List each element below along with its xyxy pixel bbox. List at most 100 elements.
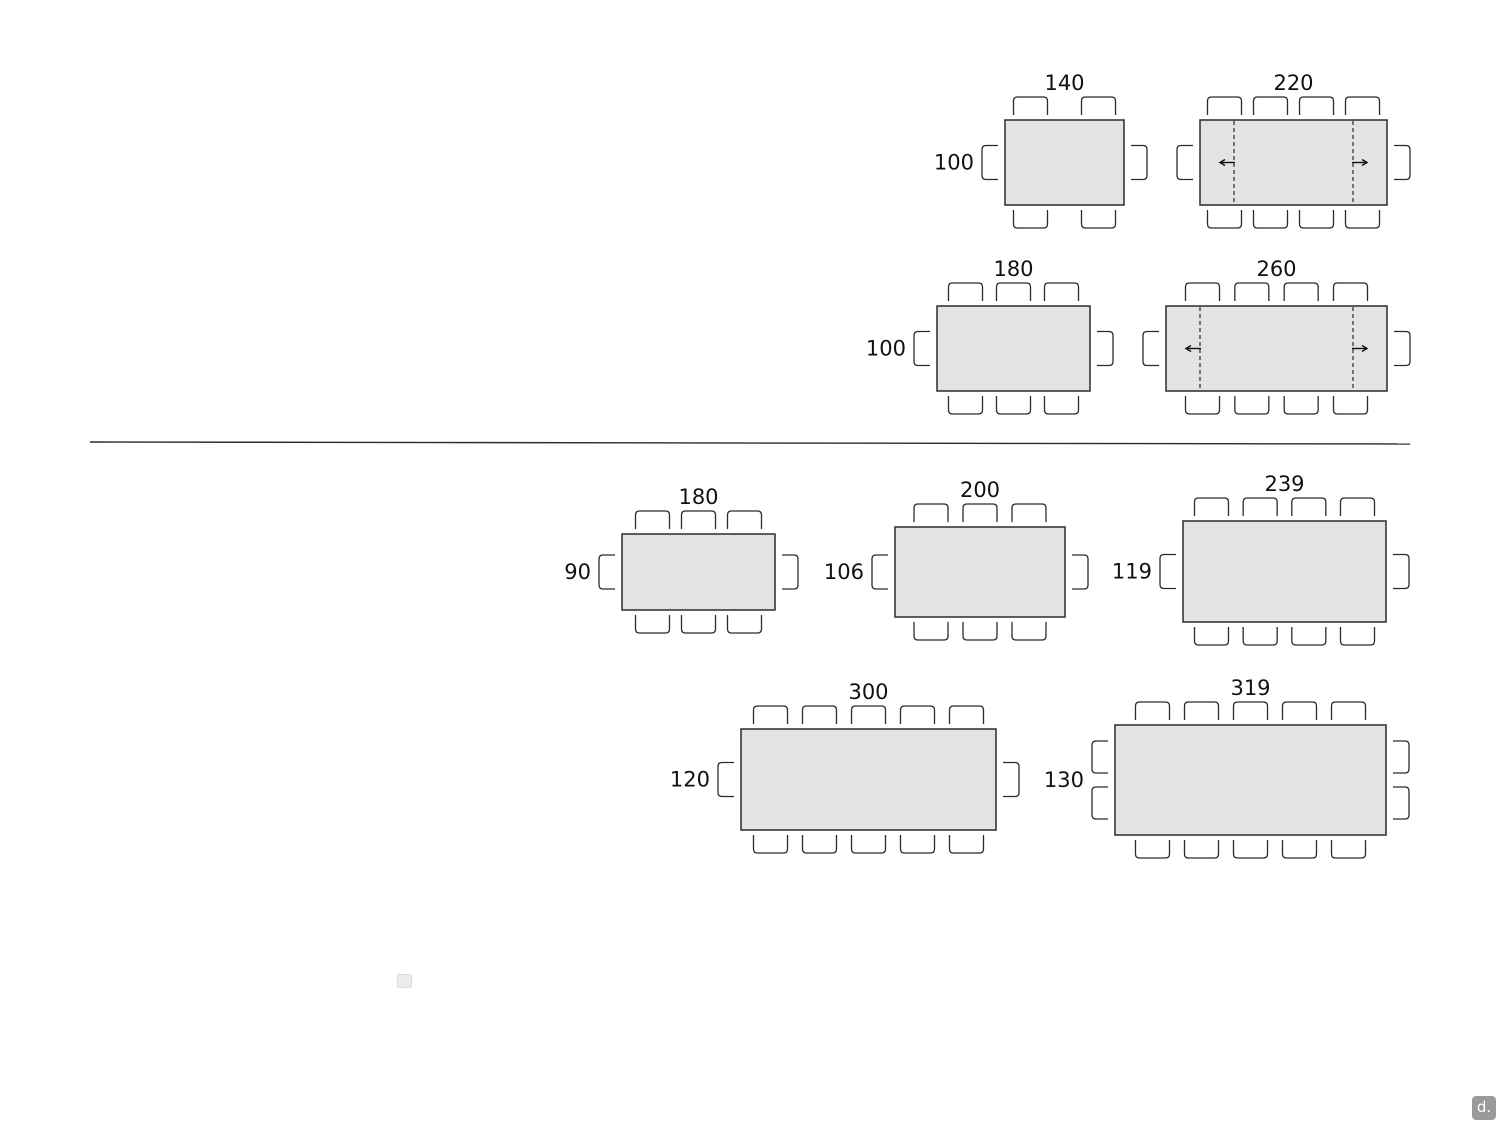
length-label: 180 xyxy=(993,257,1033,281)
chair-top xyxy=(1283,282,1319,301)
width-label: 90 xyxy=(564,560,591,584)
chair-top xyxy=(726,510,763,529)
chair-bottom xyxy=(1283,396,1319,415)
table-top-surface xyxy=(1165,305,1388,392)
chair-top xyxy=(899,705,936,724)
length-label: 200 xyxy=(960,478,1000,502)
chair-right xyxy=(1097,330,1114,367)
table-fix-180: 180 90 xyxy=(564,485,799,634)
chair-left xyxy=(717,761,734,798)
chair-bottom xyxy=(1330,840,1367,859)
chair-right xyxy=(1394,144,1411,181)
chair-bottom xyxy=(1298,210,1335,229)
arrow-head-icon xyxy=(1361,158,1369,167)
chair-top xyxy=(801,705,838,724)
chair-bottom xyxy=(1291,627,1327,646)
chair-top xyxy=(1206,96,1243,115)
chair-top xyxy=(1080,96,1117,115)
chair-left xyxy=(981,144,998,181)
chair-top xyxy=(1298,96,1335,115)
chair-top xyxy=(1193,497,1230,516)
length-label: 300 xyxy=(848,680,888,704)
length-label: 180 xyxy=(678,485,718,509)
chair-right xyxy=(782,554,799,590)
chair-top xyxy=(850,705,887,724)
width-label: 106 xyxy=(824,560,864,584)
table-top-surface xyxy=(1114,724,1387,836)
chair-bottom xyxy=(1134,840,1171,859)
length-label: 140 xyxy=(1044,71,1084,95)
table-fix-200: 200 106 xyxy=(824,478,1089,641)
chair-left xyxy=(1091,786,1108,820)
chair-bottom xyxy=(726,615,763,634)
chair-bottom xyxy=(634,615,671,634)
table-top-surface xyxy=(740,728,997,831)
length-label: 220 xyxy=(1273,71,1313,95)
chair-top xyxy=(948,705,985,724)
chair-bottom xyxy=(1281,840,1318,859)
chair-bottom xyxy=(1043,396,1080,415)
arrow-head-icon xyxy=(1361,344,1369,353)
width-label: 120 xyxy=(670,768,710,792)
table-ext2-extended: 260 xyxy=(1142,257,1411,415)
chair-top xyxy=(1332,282,1369,301)
chair-right xyxy=(1394,330,1411,367)
table-top-surface xyxy=(936,305,1091,392)
chair-bottom xyxy=(948,835,985,854)
chair-top xyxy=(995,282,1032,301)
table-top-surface xyxy=(1182,520,1387,623)
chair-bottom xyxy=(1206,210,1243,229)
table-top-surface xyxy=(894,526,1066,618)
table-fix-300: 300 120 xyxy=(670,680,1020,854)
chair-right xyxy=(1131,144,1148,181)
chair-bottom xyxy=(1193,627,1230,646)
section-divider xyxy=(89,441,1411,445)
chair-left xyxy=(1142,330,1159,367)
chair-bottom xyxy=(1344,210,1381,229)
chair-bottom xyxy=(1183,840,1220,859)
chair-top xyxy=(1344,96,1381,115)
chair-top xyxy=(1339,497,1376,516)
chair-bottom xyxy=(1242,627,1278,646)
chair-bottom xyxy=(1012,210,1049,229)
chair-top xyxy=(962,503,998,522)
chair-right xyxy=(1393,740,1410,774)
chair-left xyxy=(913,330,930,367)
chair-top xyxy=(1291,497,1327,516)
chair-bottom xyxy=(1252,210,1289,229)
chair-top xyxy=(1281,701,1318,720)
chair-top xyxy=(1252,96,1289,115)
chair-top xyxy=(1134,701,1171,720)
chair-bottom xyxy=(1011,622,1047,641)
chair-left xyxy=(871,554,888,590)
chair-bottom xyxy=(1232,840,1269,859)
chair-top xyxy=(1183,701,1220,720)
chair-bottom xyxy=(752,835,789,854)
length-label: 260 xyxy=(1256,257,1296,281)
chair-bottom xyxy=(850,835,887,854)
chair-right xyxy=(1072,554,1089,590)
chair-bottom xyxy=(1332,396,1369,415)
chair-bottom xyxy=(801,835,838,854)
corner-logo-badge[interactable]: d. xyxy=(1472,1096,1496,1120)
chair-right xyxy=(1003,761,1020,798)
chair-bottom xyxy=(962,622,998,641)
length-label: 319 xyxy=(1230,676,1270,700)
chair-top xyxy=(1234,282,1270,301)
table-top-surface xyxy=(1004,119,1125,206)
chair-bottom xyxy=(1339,627,1376,646)
chair-bottom xyxy=(913,622,949,641)
chair-top xyxy=(1011,503,1047,522)
chair-left xyxy=(1176,144,1193,181)
chair-left xyxy=(1159,553,1176,590)
chair-top xyxy=(1184,282,1221,301)
chair-top xyxy=(752,705,789,724)
arrow-head-icon xyxy=(1218,158,1226,167)
table-ext1-extended: 220 xyxy=(1176,71,1411,229)
